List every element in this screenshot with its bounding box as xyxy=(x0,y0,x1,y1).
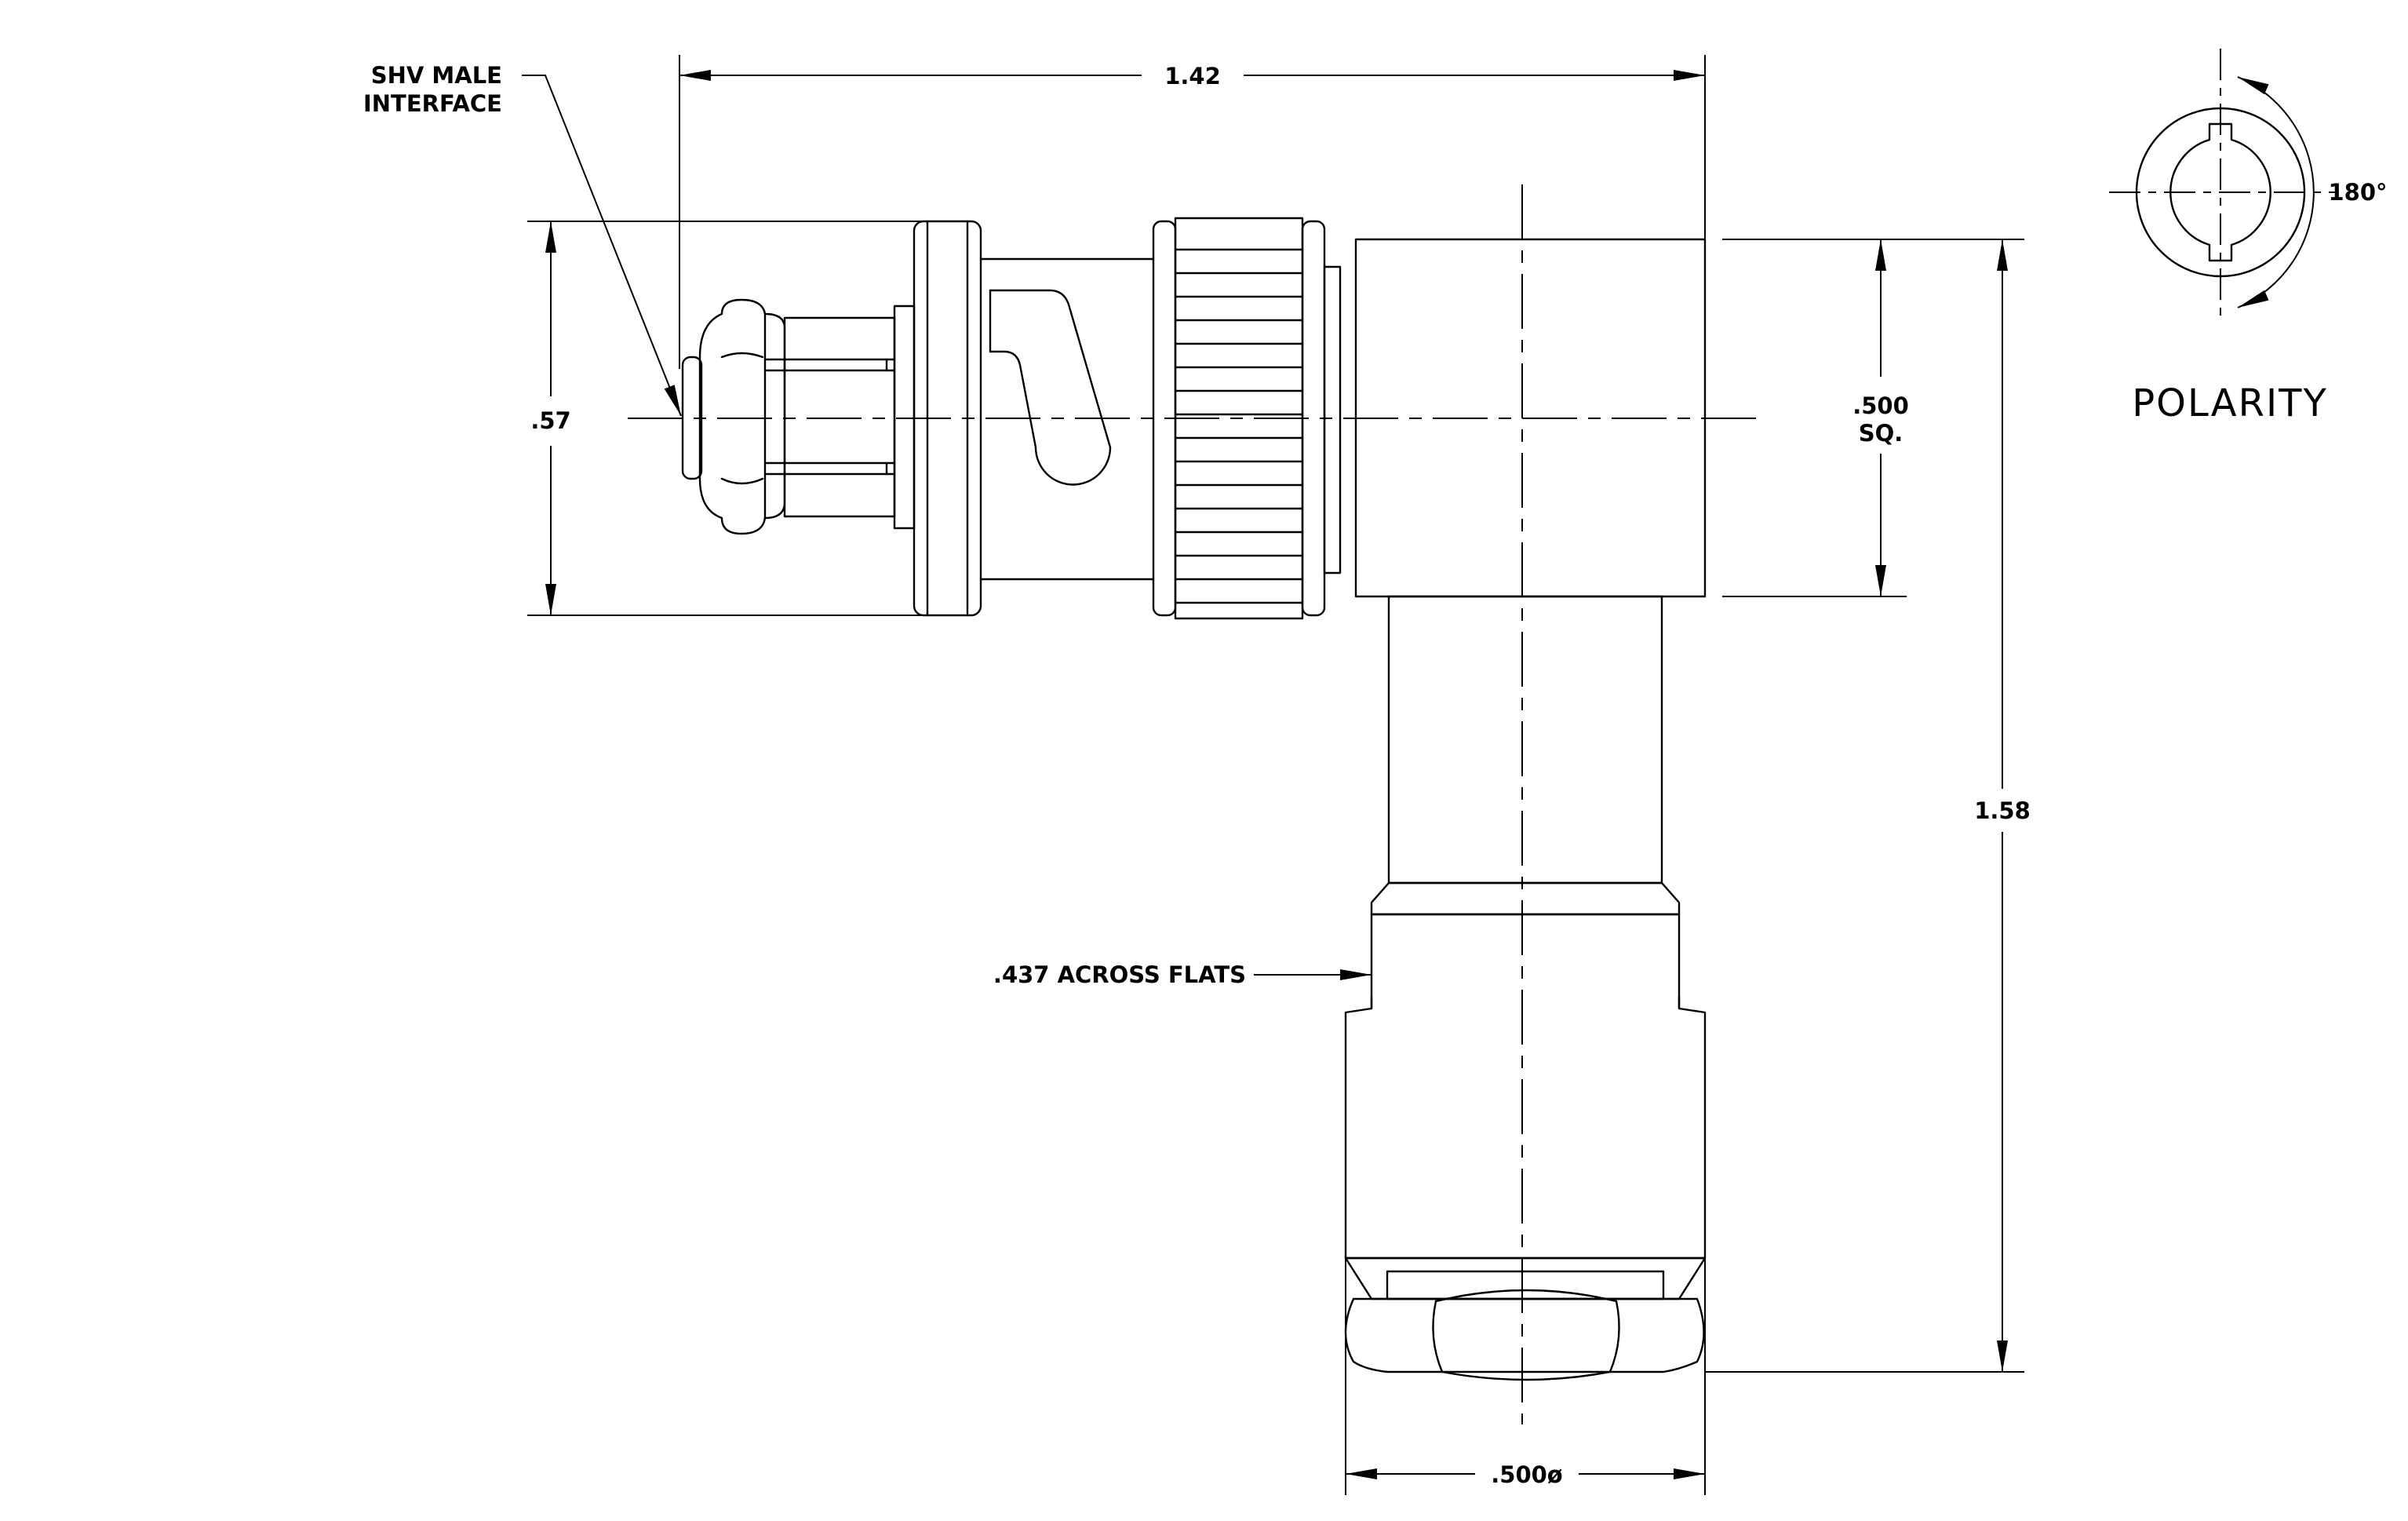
centerlines xyxy=(628,184,1761,1424)
interface-collar xyxy=(893,305,916,530)
interface-body xyxy=(783,316,896,518)
interface-flange xyxy=(913,220,982,617)
interface-sleeve xyxy=(698,298,786,535)
polarity-arc xyxy=(2237,76,2315,308)
shv-male-interface xyxy=(681,220,1155,617)
vertical-tube xyxy=(1387,595,1663,885)
polarity-view xyxy=(2109,49,2335,322)
hex-body xyxy=(1344,913,1707,1260)
square-suffix: SQ. xyxy=(1859,420,1903,447)
knurl-lines xyxy=(1174,248,1304,604)
total-height-dimension: 1.58 xyxy=(1974,797,2031,824)
bayonet-slot xyxy=(989,289,1112,486)
shv-male-label: SHV MALE xyxy=(371,62,502,89)
clamp-nut xyxy=(1344,1297,1705,1373)
hex-transition xyxy=(1370,881,1681,916)
square-dimension: .500 xyxy=(1852,392,1909,419)
labels: SHV MALE INTERFACE 1.42 .57 .500 SQ. 1.5… xyxy=(363,62,2388,1488)
length-dimension: 1.42 xyxy=(1164,63,1221,89)
interface-tip xyxy=(681,356,703,480)
coupling-nut xyxy=(1152,217,1342,620)
left-height-dimension: .57 xyxy=(530,407,570,434)
clamp-ring xyxy=(1344,1257,1707,1300)
dimension-lines xyxy=(522,55,2024,1495)
across-flats-dimension: .437 ACROSS FLATS xyxy=(993,961,1246,988)
angle-label: 180° xyxy=(2328,179,2387,206)
interface-label: INTERFACE xyxy=(363,90,502,117)
right-angle-body xyxy=(1344,238,1707,1381)
diameter-dimension: .500ø xyxy=(1491,1461,1562,1488)
polarity-title: POLARITY xyxy=(2132,381,2328,425)
